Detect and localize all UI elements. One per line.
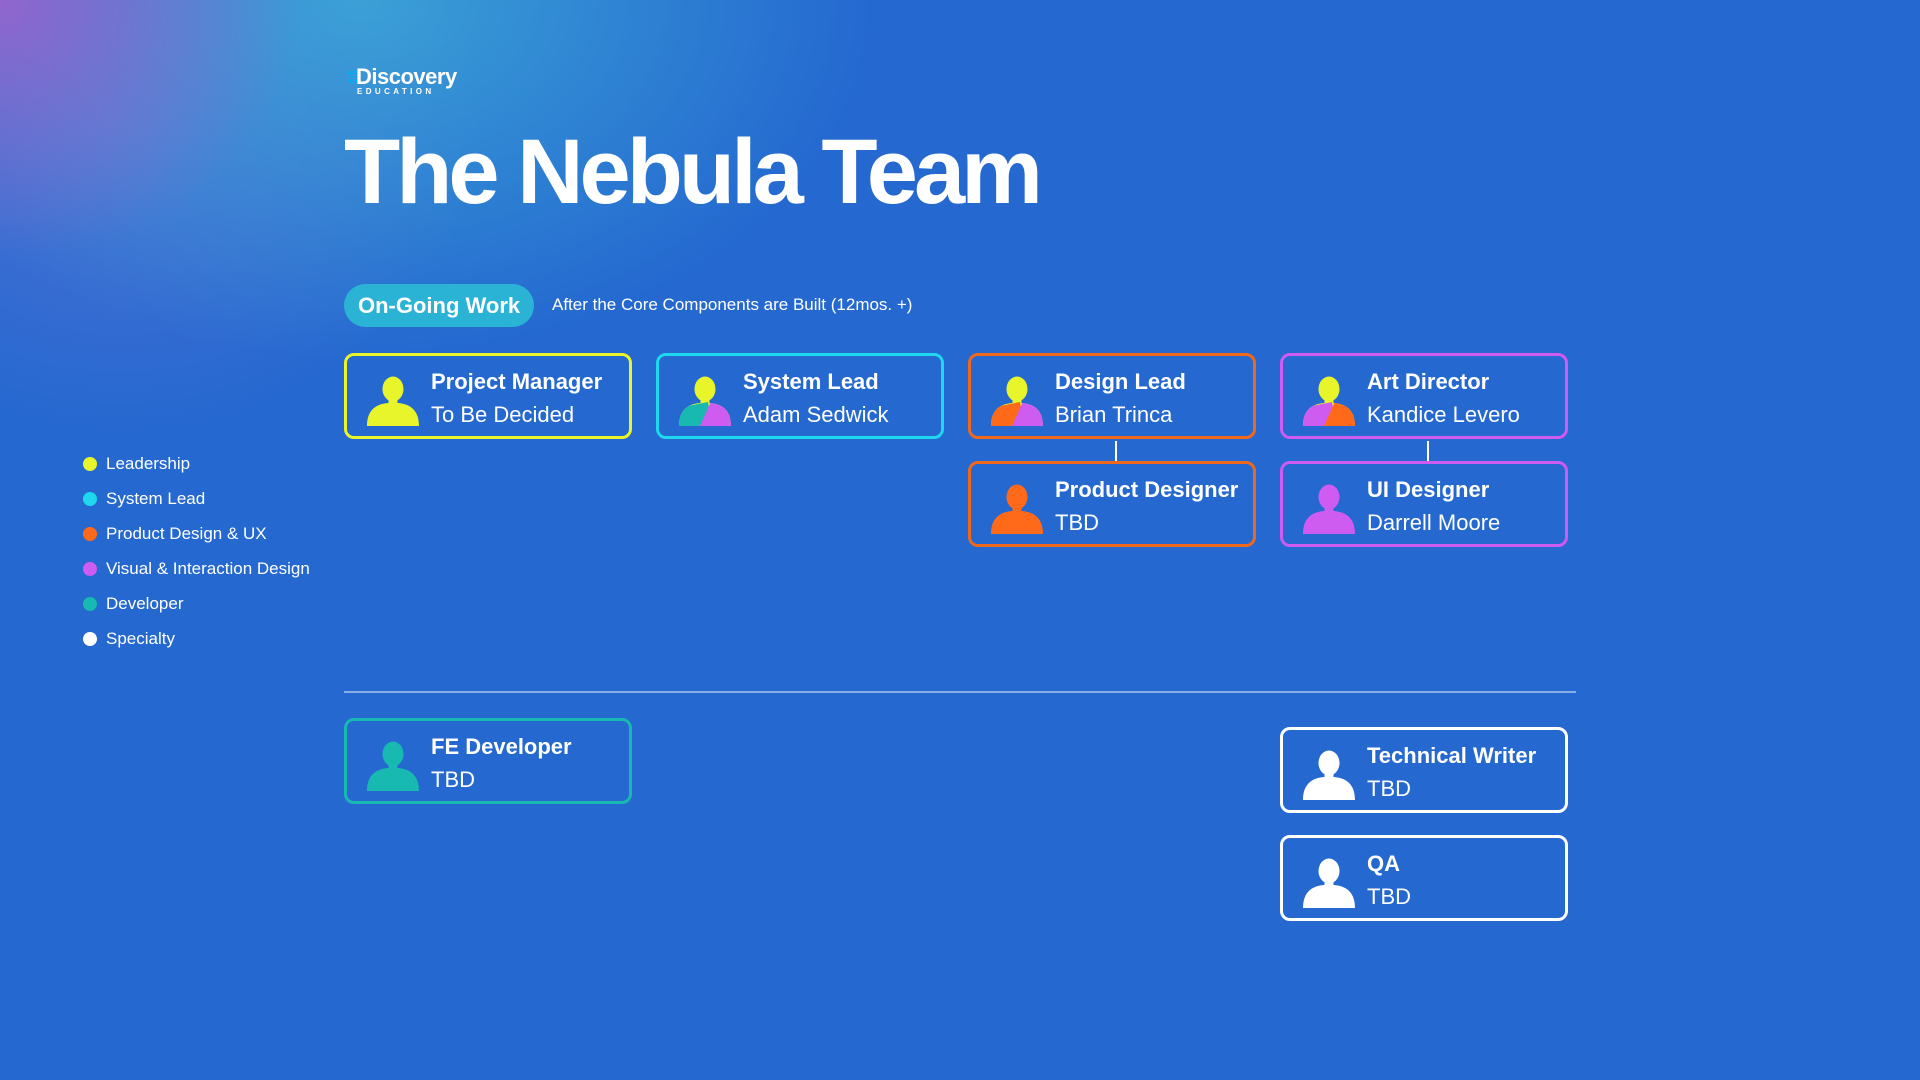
section-divider bbox=[344, 691, 1576, 693]
discovery-education-logo: 🌐 Discovery EDUCATION bbox=[346, 64, 486, 100]
legend-item-system-lead: System Lead bbox=[83, 481, 310, 516]
card-role: System Lead bbox=[743, 369, 879, 394]
role-card-fe-developer: FE Developer TBD bbox=[344, 718, 632, 804]
legend-label: System Lead bbox=[106, 488, 206, 508]
person-icon bbox=[678, 372, 732, 426]
person-icon bbox=[990, 372, 1044, 426]
legend-dot bbox=[83, 561, 97, 576]
card-name: TBD bbox=[431, 767, 475, 792]
role-card-product-designer: Product Designer TBD bbox=[968, 461, 1256, 547]
phase-badge: On-Going Work bbox=[344, 284, 535, 327]
person-silhouette bbox=[1303, 376, 1355, 426]
legend: Leadership System Lead Product Design & … bbox=[83, 446, 310, 656]
person-icon bbox=[1302, 746, 1356, 800]
logo-wordmark: Discovery bbox=[356, 64, 457, 89]
person-icon bbox=[366, 737, 420, 791]
person-silhouette bbox=[679, 376, 731, 426]
card-name: TBD bbox=[1367, 884, 1411, 909]
connector-line bbox=[1115, 441, 1117, 461]
role-card-art-director: Art Director Kandice Levero bbox=[1280, 353, 1568, 439]
person-silhouette bbox=[367, 376, 419, 426]
person-silhouette bbox=[1303, 858, 1355, 908]
card-name: TBD bbox=[1367, 776, 1411, 801]
person-icon bbox=[1302, 372, 1356, 426]
connector-line bbox=[1427, 441, 1429, 461]
card-name: TBD bbox=[1055, 510, 1099, 535]
person-silhouette bbox=[367, 741, 419, 791]
card-role: FE Developer bbox=[431, 734, 572, 759]
phase-description: After the Core Components are Built (12m… bbox=[552, 295, 913, 314]
legend-label: Developer bbox=[106, 593, 184, 613]
legend-item-product-design: Product Design & UX bbox=[83, 516, 310, 551]
legend-item-visual-design: Visual & Interaction Design bbox=[83, 551, 310, 586]
person-silhouette bbox=[1303, 750, 1355, 800]
card-name: Brian Trinca bbox=[1055, 402, 1173, 427]
person-icon bbox=[1302, 854, 1356, 908]
card-role: QA bbox=[1367, 851, 1400, 876]
card-name: Kandice Levero bbox=[1367, 402, 1520, 427]
person-icon bbox=[990, 480, 1044, 534]
legend-item-leadership: Leadership bbox=[83, 446, 310, 481]
card-name: Adam Sedwick bbox=[743, 402, 889, 427]
role-card-system-lead: System Lead Adam Sedwick bbox=[656, 353, 944, 439]
legend-label: Product Design & UX bbox=[106, 523, 267, 543]
card-role: Project Manager bbox=[431, 369, 603, 394]
legend-item-developer: Developer bbox=[83, 586, 310, 621]
card-name: Darrell Moore bbox=[1367, 510, 1501, 535]
role-card-technical-writer: Technical Writer TBD bbox=[1280, 727, 1568, 813]
role-card-design-lead: Design Lead Brian Trinca bbox=[968, 353, 1256, 439]
legend-dot bbox=[83, 596, 97, 611]
person-silhouette bbox=[991, 376, 1043, 426]
legend-label: Leadership bbox=[106, 453, 191, 473]
person-silhouette bbox=[991, 484, 1043, 534]
role-card-project-manager: Project Manager To Be Decided bbox=[344, 353, 632, 439]
legend-dot bbox=[83, 456, 97, 471]
role-card-qa: QA TBD bbox=[1280, 835, 1568, 921]
person-silhouette bbox=[1303, 484, 1355, 534]
card-role: Technical Writer bbox=[1367, 743, 1537, 768]
legend-item-specialty: Specialty bbox=[83, 621, 310, 656]
page-title: The Nebula Team bbox=[344, 121, 1043, 223]
card-role: Product Designer bbox=[1055, 477, 1239, 502]
legend-dot bbox=[83, 631, 97, 646]
legend-label: Specialty bbox=[106, 628, 175, 648]
card-name: To Be Decided bbox=[431, 402, 575, 427]
legend-label: Visual & Interaction Design bbox=[106, 558, 310, 578]
logo-subtitle: EDUCATION bbox=[357, 87, 435, 96]
card-role: Art Director bbox=[1367, 369, 1490, 394]
globe-icon: 🌐 bbox=[346, 70, 361, 84]
card-role: UI Designer bbox=[1367, 477, 1490, 502]
person-icon bbox=[1302, 480, 1356, 534]
legend-dot bbox=[83, 526, 97, 541]
person-icon bbox=[366, 372, 420, 426]
card-role: Design Lead bbox=[1055, 369, 1186, 394]
role-card-ui-designer: UI Designer Darrell Moore bbox=[1280, 461, 1568, 547]
legend-dot bbox=[83, 491, 97, 506]
